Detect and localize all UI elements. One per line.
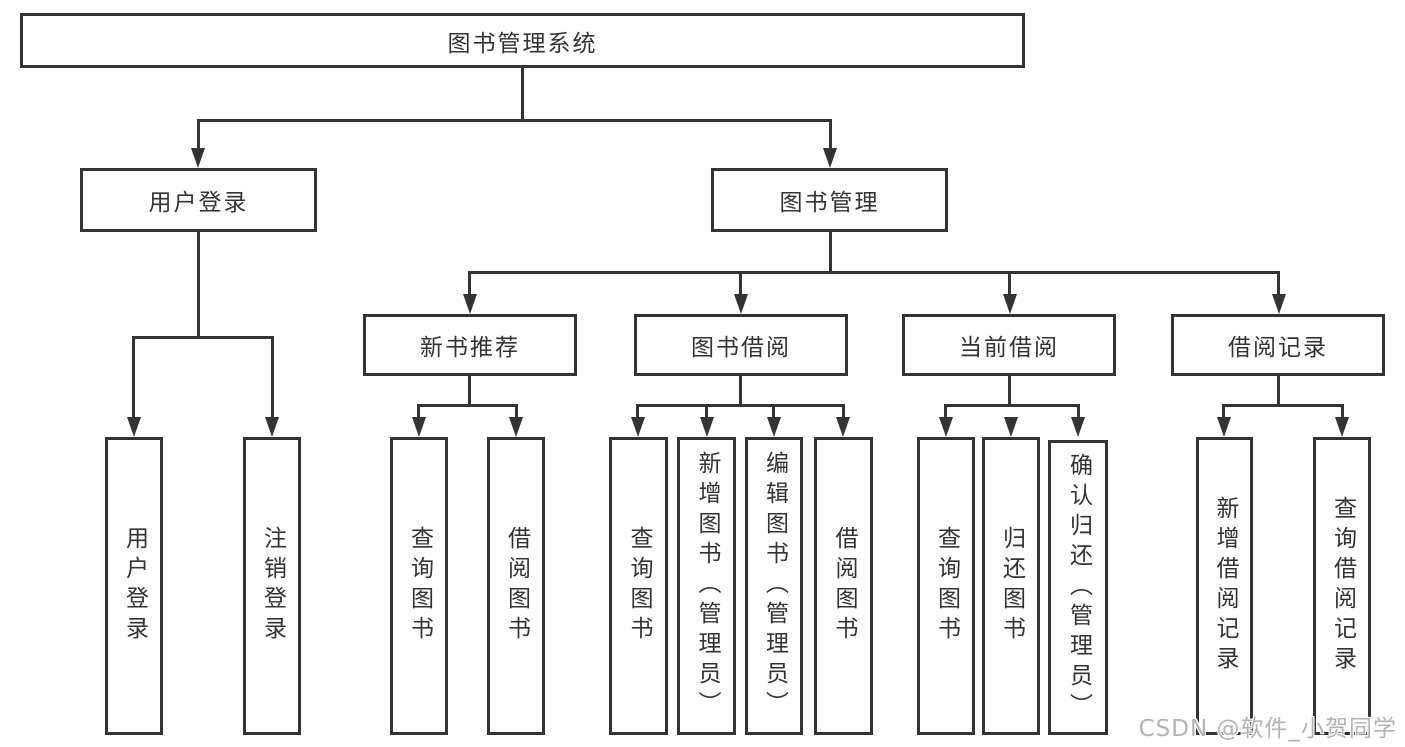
connector-line (197, 232, 200, 339)
arrow-down-icon (823, 148, 837, 168)
connector-line (468, 271, 1280, 274)
leaf-logout: 注销登录 (243, 437, 301, 735)
arrow-down-icon (836, 417, 850, 437)
leaf-user-login: 用户登录 (105, 437, 163, 735)
node-label: 查询图书 (933, 526, 960, 646)
connector-line (1222, 406, 1225, 420)
connector-line (739, 376, 742, 407)
arrow-down-icon (631, 417, 645, 437)
arrow-down-icon (1335, 417, 1349, 437)
connector-line (944, 406, 947, 420)
connector-line (1077, 406, 1080, 420)
arrow-down-icon (412, 417, 426, 437)
arrow-down-icon (700, 417, 714, 437)
arrow-down-icon (1004, 417, 1018, 437)
leaf-add-borrow-record: 新增借阅记录 (1196, 437, 1253, 735)
connector-line (1277, 376, 1280, 407)
leaf-query-books-1: 查询图书 (390, 437, 448, 735)
node-label: 图书管理系统 (447, 30, 598, 57)
connector-line (636, 406, 639, 420)
arrow-down-icon (191, 148, 205, 168)
connector-line (132, 336, 274, 339)
connector-line (772, 406, 775, 420)
node-label: 新增图书（管理员） (694, 451, 720, 721)
connector-line (944, 404, 1080, 407)
leaf-borrow-books-1: 借阅图书 (487, 437, 545, 735)
leaf-return-books: 归还图书 (982, 437, 1040, 735)
connector-line (197, 119, 832, 122)
node-new-book-recommend: 新书推荐 (363, 314, 577, 376)
arrow-down-icon (265, 417, 279, 437)
arrow-down-icon (734, 294, 748, 314)
arrow-down-icon (463, 294, 477, 314)
arrow-down-icon (127, 417, 141, 437)
leaf-edit-books-admin: 编辑图书（管理员） (745, 437, 803, 735)
connector-line (271, 338, 274, 420)
node-label: 编辑图书（管理员） (761, 451, 788, 721)
node-label: 查询图书 (406, 526, 433, 646)
connector-line (842, 406, 845, 420)
node-label: 用户登录 (148, 190, 249, 216)
connector-line (1222, 404, 1344, 407)
connector-line (829, 232, 832, 274)
node-system-root: 图书管理系统 (20, 13, 1025, 68)
connector-line (1008, 273, 1011, 297)
connector-line (197, 121, 200, 151)
node-label: 归还图书 (998, 526, 1025, 646)
arrow-down-icon (939, 417, 953, 437)
node-label: 查询借阅记录 (1329, 496, 1356, 676)
csdn-watermark: CSDN @软件_小贺同学 (1138, 716, 1397, 742)
node-label: 借阅图书 (831, 526, 857, 646)
node-label: 确认归还（管理员） (1065, 452, 1092, 723)
node-book-borrowing: 图书借阅 (634, 314, 848, 376)
connector-line (1277, 273, 1280, 297)
node-book-management: 图书管理 (711, 168, 948, 232)
node-user-login: 用户登录 (80, 168, 317, 232)
connector-line (1341, 406, 1344, 420)
node-borrowing-records: 借阅记录 (1171, 314, 1385, 376)
leaf-query-books-2: 查询图书 (609, 437, 668, 735)
node-label: 查询图书 (626, 526, 652, 646)
connector-line (468, 273, 471, 297)
connector-line (515, 406, 518, 420)
arrow-down-icon (1003, 294, 1017, 314)
leaf-query-borrow-record: 查询借阅记录 (1313, 437, 1371, 735)
arrow-down-icon (509, 417, 523, 437)
node-label: 借阅记录 (1228, 335, 1328, 361)
node-label: 用户登录 (121, 526, 148, 646)
node-label: 图书借阅 (691, 335, 791, 361)
arrow-down-icon (1272, 294, 1286, 314)
connector-line (1008, 376, 1011, 407)
node-label: 新书推荐 (420, 335, 520, 361)
leaf-borrow-books-2: 借阅图书 (814, 437, 873, 735)
connector-line (417, 406, 420, 420)
node-current-borrowing: 当前借阅 (902, 314, 1116, 376)
connector-line (468, 376, 471, 407)
connector-line (739, 273, 742, 297)
arrow-down-icon (767, 417, 781, 437)
connector-line (636, 404, 845, 407)
node-label: 图书管理 (779, 190, 880, 216)
leaf-add-books-admin: 新增图书（管理员） (677, 437, 736, 735)
leaf-confirm-return-admin: 确认归还（管理员） (1048, 440, 1108, 735)
arrow-down-icon (1217, 417, 1231, 437)
leaf-query-books-3: 查询图书 (917, 437, 975, 735)
connector-line (132, 338, 135, 420)
connector-line (521, 68, 524, 122)
node-label: 新增借阅记录 (1212, 496, 1238, 676)
node-label: 当前借阅 (959, 335, 1059, 361)
arrow-down-icon (1071, 417, 1085, 437)
connector-line (829, 121, 832, 151)
node-label: 注销登录 (259, 526, 286, 646)
connector-line (705, 406, 708, 420)
connector-line (417, 404, 518, 407)
node-label: 借阅图书 (503, 526, 530, 646)
